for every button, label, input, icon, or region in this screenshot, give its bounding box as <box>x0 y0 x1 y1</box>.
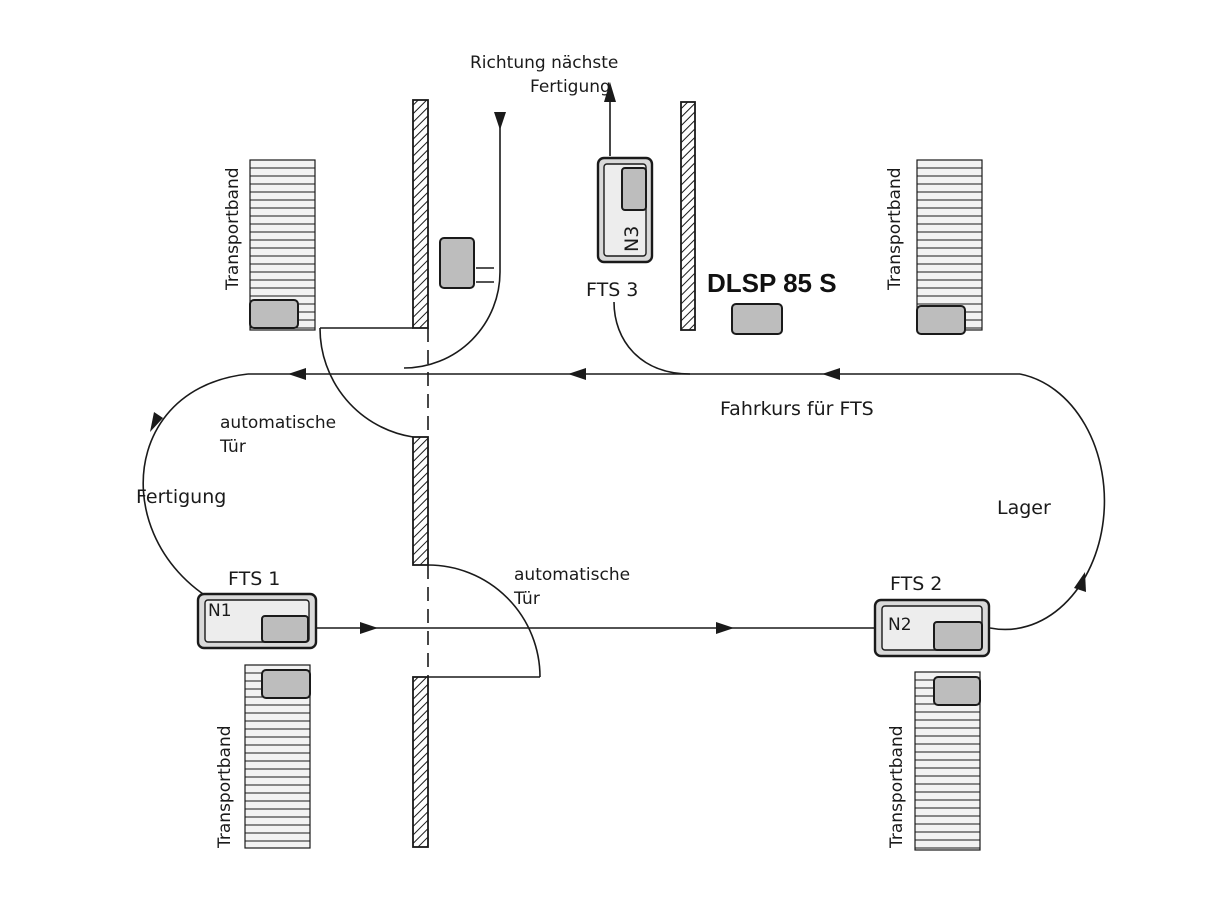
fts1-vehicle <box>196 592 318 650</box>
warehouse-label: Lager <box>997 497 1051 519</box>
route-right-arc <box>989 373 1106 631</box>
fts1-label: FTS 1 <box>228 568 280 590</box>
wall-left-lower <box>412 676 429 848</box>
dlsp-robot-icon <box>731 303 783 335</box>
n2-label: N2 <box>888 615 912 635</box>
conveyor-top-left <box>249 159 316 331</box>
wall-right <box>680 101 696 331</box>
door-bottom-label-2: Tür <box>513 589 540 609</box>
next-production-label-1: Richtung nächste <box>470 53 618 73</box>
production-label: Fertigung <box>136 486 226 508</box>
next-production-label-2: Fertigung <box>530 77 611 97</box>
conveyor-label-top-left: Transportband <box>223 167 243 291</box>
fts2-vehicle <box>873 598 991 658</box>
conveyor-bottom-right <box>914 671 981 851</box>
arrow-up-icon <box>604 82 616 102</box>
wall-left-middle <box>412 436 429 566</box>
n3-label: N3 <box>621 226 643 252</box>
arrow-left-icon-2 <box>568 368 586 380</box>
fts2-label: FTS 2 <box>890 573 942 595</box>
n1-label: N1 <box>208 601 232 621</box>
door-bottom-label-1: automatische <box>514 565 630 585</box>
door-bottom-swing <box>427 564 541 678</box>
conveyor-label-bottom-left: Transportband <box>215 725 235 849</box>
arrow-up-right-icon <box>1074 572 1086 592</box>
robot-door-icon <box>439 237 475 289</box>
arrow-down-icon <box>494 112 506 130</box>
fts3-label: FTS 3 <box>586 279 638 301</box>
arrow-right-icon <box>360 622 378 634</box>
door-top-swing <box>319 327 414 438</box>
route-label: Fahrkurs für FTS <box>720 398 874 420</box>
robot-model-label: DLSP 85 S <box>707 268 837 298</box>
conveyor-bottom-left <box>244 664 311 849</box>
conveyor-label-bottom-right: Transportband <box>887 725 907 849</box>
door-top-label-2: Tür <box>219 437 246 457</box>
arrow-left-icon <box>822 368 840 380</box>
arrow-left-icon-3 <box>288 368 306 380</box>
arrow-right-icon-2 <box>716 622 734 634</box>
conveyor-label-top-right: Transportband <box>885 167 905 291</box>
conveyor-top-right <box>916 159 983 335</box>
fts3-vehicle <box>596 156 654 264</box>
fts3-curve <box>613 301 691 375</box>
wall-left-upper <box>412 99 429 329</box>
door-top-label-1: automatische <box>220 413 336 433</box>
arrow-down-left-icon <box>150 412 163 432</box>
branch-in-arc <box>403 271 501 369</box>
